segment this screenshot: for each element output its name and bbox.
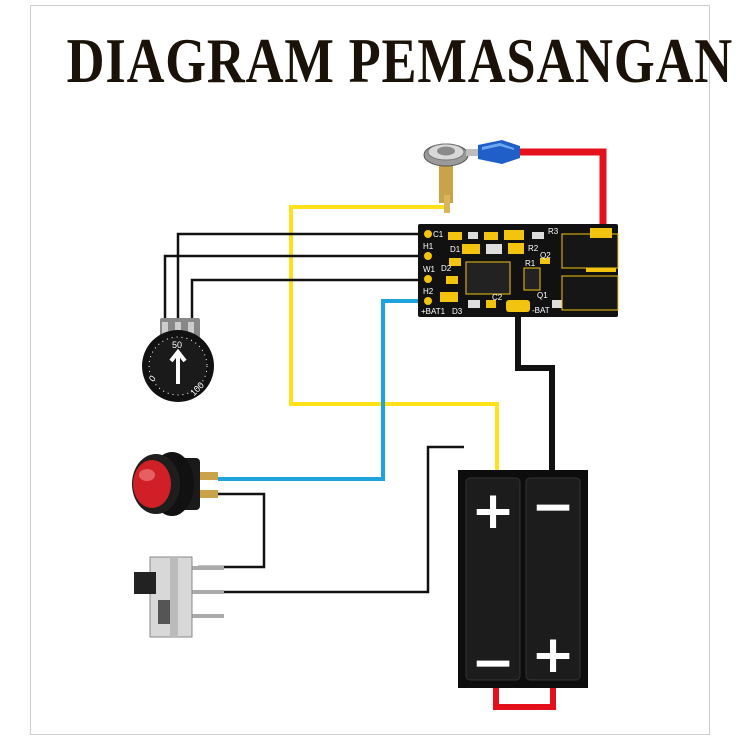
yellow-wire [289, 205, 499, 478]
pcb-label-bat1: +BAT1 [421, 307, 446, 316]
pcb-label-c1: C1 [433, 230, 444, 239]
potentiometer: 50 0 100 [142, 318, 214, 402]
pcb-label-d2: D2 [441, 264, 452, 273]
pcb-label-q1: Q1 [537, 291, 548, 300]
diagram-title: DIAGRAM PEMASANGAN [66, 25, 733, 96]
red-wire-output [515, 148, 607, 232]
black-wire-pot-2 [163, 254, 424, 325]
blue-wire [218, 299, 424, 481]
black-wire-button-switch [198, 492, 266, 569]
battery-holder: + − − + [458, 470, 588, 693]
dial-label-50: 50 [172, 340, 182, 350]
pcb-label-h2: H2 [423, 287, 434, 296]
pcb-label-d3: D3 [452, 307, 463, 316]
dial-label-0: 0 [147, 373, 158, 383]
battery-terminal-bottom-left: − [471, 633, 515, 693]
pcb-label-r3: R3 [548, 227, 559, 236]
pcb-label-bat-neg: -BAT [532, 306, 550, 315]
battery-terminal-top-right: − [531, 477, 575, 537]
red-wire-battery-jumper [493, 682, 556, 710]
black-wire-pot-3 [190, 278, 424, 325]
pcb-label-q2: Q2 [540, 251, 551, 260]
battery-terminal-bottom-right: + [531, 625, 575, 685]
black-wire-battery-negative [515, 316, 555, 478]
pcb-label-h1: H1 [423, 242, 434, 251]
pcb-label-d1: D1 [450, 245, 461, 254]
push-button [132, 452, 218, 516]
pcb-label-w1: W1 [423, 265, 436, 274]
slide-switch [134, 556, 224, 638]
controller-pcb: C1 H1 W1 H2 +BAT1 D1 D2 D3 R3 R2 Q2 R1 Q… [418, 224, 619, 317]
black-wire-switch-battery [198, 445, 464, 594]
pcb-label-c2: C2 [492, 293, 503, 302]
pcb-label-r1: R1 [525, 259, 536, 268]
pcb-label-r2: R2 [528, 244, 539, 253]
battery-terminal-top-left: + [471, 481, 515, 541]
black-wire-pot-1 [176, 232, 424, 325]
blue-crimp-terminal [478, 140, 520, 164]
output-connector [423, 143, 480, 213]
